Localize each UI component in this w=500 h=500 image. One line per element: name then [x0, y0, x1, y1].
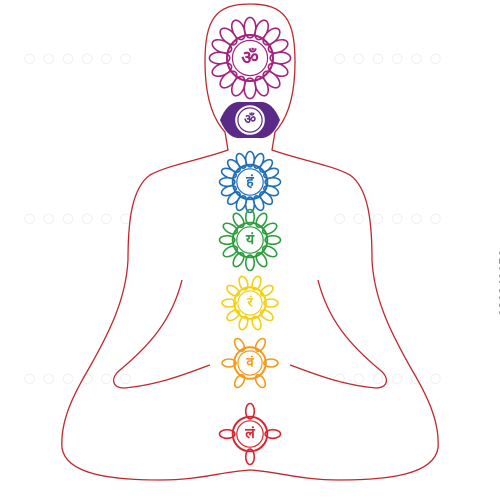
svg-text:◦◦◦◦◦◦: ◦◦◦◦◦◦ — [20, 203, 135, 238]
svg-text:◦◦◦◦◦◦: ◦◦◦◦◦◦ — [330, 203, 445, 238]
body-outline — [61, 3, 439, 481]
chakra-svadhisthana-icon: वं — [221, 337, 279, 389]
svg-text:◦◦◦◦◦◦: ◦◦◦◦◦◦ — [20, 43, 135, 78]
chakra-column: ॐ ॐ हं यं रं वं लं — [208, 16, 292, 466]
svg-text:◦◦◦◦◦◦: ◦◦◦◦◦◦ — [330, 363, 445, 398]
svg-text:◦◦◦◦◦◦: ◦◦◦◦◦◦ — [20, 363, 135, 398]
left-arm-line — [113, 279, 211, 389]
chakra-manipura-icon: रं — [221, 275, 279, 331]
watermark-pattern: ◦◦◦◦◦◦ ◦◦◦◦◦◦ ◦◦◦◦◦◦ ◦◦◦◦◦◦ ◦◦◦◦◦◦ ◦◦◦◦◦… — [20, 43, 445, 398]
chakra-vishuddha-icon: हं — [218, 150, 282, 214]
chakra-sahasrara-glyph: ॐ — [241, 47, 258, 69]
right-arm-line — [289, 279, 387, 389]
chakra-ajna-glyph: ॐ — [244, 112, 256, 128]
chakra-anahata-icon: यं — [218, 208, 282, 272]
chakra-ajna-icon: ॐ — [220, 101, 280, 139]
chakra-manipura-glyph: रं — [246, 295, 253, 311]
svg-text:◦◦◦◦◦◦: ◦◦◦◦◦◦ — [330, 43, 445, 78]
chakra-muladhara-glyph: लं — [244, 426, 255, 442]
chakra-muladhara-icon: लं — [218, 402, 282, 466]
chakra-svadhisthana-glyph: वं — [245, 355, 254, 371]
chakra-sahasrara-icon: ॐ — [208, 16, 292, 100]
chakra-vishuddha-glyph: हं — [245, 174, 254, 190]
chakra-anahata-glyph: यं — [245, 232, 255, 248]
